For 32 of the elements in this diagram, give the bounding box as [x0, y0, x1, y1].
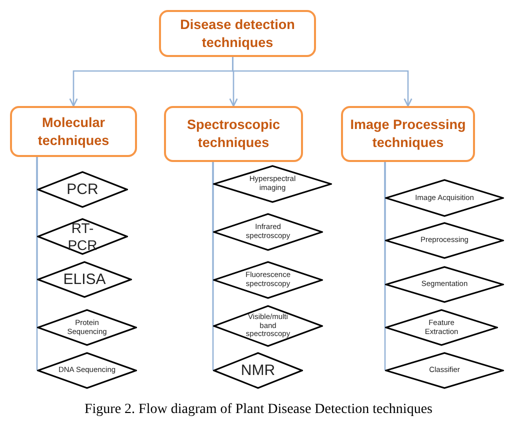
- category-box: [341, 106, 475, 162]
- connector-line: [212, 162, 214, 370]
- node-label: Molecular techniques: [36, 114, 110, 150]
- node-label: ELISA: [62, 270, 107, 288]
- decision-diamond: [37, 309, 137, 346]
- arrow: [232, 57, 412, 107]
- decision-diamond: [37, 218, 128, 255]
- node-label: Disease detection techniques: [179, 16, 296, 52]
- node-label: Image Processing techniques: [349, 116, 467, 152]
- decision-diamond: [385, 179, 504, 217]
- category-box: [159, 10, 316, 57]
- figure-caption: Figure 2. Flow diagram of Plant Disease Detection techniques: [84, 402, 434, 418]
- node-label: PCR: [66, 180, 100, 198]
- decision-diamond: [385, 352, 504, 389]
- node-label: RT-PCR: [66, 220, 98, 253]
- decision-diamond: [213, 165, 332, 203]
- decision-diamond: [385, 309, 498, 346]
- node-label: Spectroscopic techniques: [186, 116, 282, 152]
- decision-diamond: [385, 222, 504, 259]
- decision-diamond: [385, 266, 504, 303]
- connector-line: [36, 157, 38, 370]
- category-box: [10, 106, 137, 157]
- node-label: NMR: [240, 362, 276, 380]
- category-box: [164, 106, 303, 162]
- connector-line: [384, 162, 386, 370]
- decision-diamond: [213, 213, 323, 251]
- decision-diamond: [37, 261, 132, 298]
- decision-diamond: [37, 352, 137, 389]
- decision-diamond: [213, 305, 323, 347]
- decision-diamond: [213, 352, 303, 389]
- decision-diamond: [213, 261, 323, 299]
- decision-diamond: [37, 171, 128, 208]
